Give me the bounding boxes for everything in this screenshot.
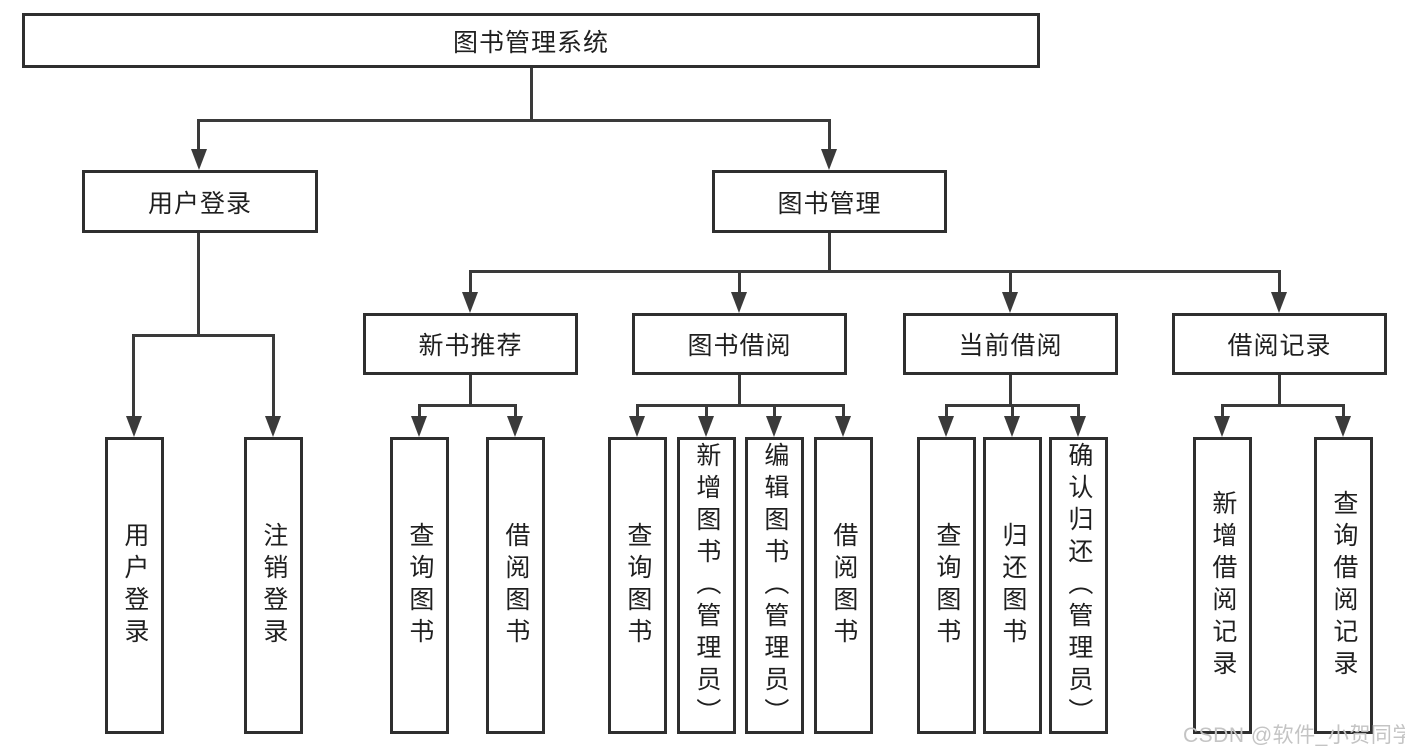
arrow-down-icon — [462, 292, 478, 313]
node-label: 查询图书 — [932, 521, 961, 650]
leaf-borrow-books: 借阅图书 — [814, 437, 873, 734]
connector-line — [514, 404, 517, 419]
connector-line — [738, 375, 741, 407]
arrow-down-icon — [1335, 416, 1351, 437]
connector-line — [272, 334, 275, 418]
leaf-query-books-recommend: 查询图书 — [390, 437, 449, 734]
connector-line — [1221, 404, 1224, 419]
connector-line — [1342, 404, 1345, 419]
node-book-management: 图书管理 — [712, 170, 947, 233]
arrow-down-icon — [766, 416, 782, 437]
leaf-add-book-admin: 新增图书（管理员） — [677, 437, 736, 734]
node-label: 借阅图书 — [501, 521, 530, 650]
connector-line — [738, 270, 741, 294]
connector-line — [197, 119, 200, 150]
connector-line — [418, 404, 517, 407]
node-label: 编辑图书（管理员） — [760, 441, 789, 730]
connector-line — [197, 119, 831, 122]
connector-line — [469, 270, 472, 294]
connector-line — [530, 68, 533, 121]
arrow-down-icon — [1004, 416, 1020, 437]
node-label: 借阅记录 — [1227, 332, 1332, 360]
node-label: 借阅图书 — [829, 521, 858, 650]
connector-line — [1077, 404, 1080, 419]
leaf-add-borrow-record: 新增借阅记录 — [1193, 437, 1252, 734]
connector-line — [1009, 375, 1012, 407]
connector-line — [197, 233, 200, 337]
connector-line — [1278, 375, 1281, 407]
connector-line — [705, 404, 708, 419]
arrow-down-icon — [731, 292, 747, 313]
connector-line — [1011, 404, 1014, 419]
arrow-down-icon — [191, 149, 207, 170]
connector-line — [828, 233, 831, 273]
node-book-borrow: 图书借阅 — [632, 313, 847, 375]
node-borrow-records: 借阅记录 — [1172, 313, 1387, 375]
arrow-down-icon — [1214, 416, 1230, 437]
arrow-down-icon — [126, 416, 142, 437]
leaf-confirm-return-admin: 确认归还（管理员） — [1049, 437, 1108, 734]
arrow-down-icon — [1271, 292, 1287, 313]
arrow-down-icon — [507, 416, 523, 437]
arrow-down-icon — [411, 416, 427, 437]
node-label: 用户登录 — [120, 521, 149, 650]
leaf-query-borrow-record: 查询借阅记录 — [1314, 437, 1373, 734]
connector-line — [1278, 270, 1281, 294]
connector-line — [636, 404, 845, 407]
leaf-borrow-books-recommend: 借阅图书 — [486, 437, 545, 734]
node-label: 查询图书 — [623, 521, 652, 650]
connector-line — [132, 334, 135, 418]
arrow-down-icon — [698, 416, 714, 437]
node-label: 新书推荐 — [418, 332, 523, 360]
node-label: 图书管理 — [777, 189, 882, 218]
node-label: 图书借阅 — [687, 332, 792, 360]
node-label: 新增借阅记录 — [1208, 489, 1237, 682]
connector-line — [469, 270, 1281, 273]
node-current-borrow: 当前借阅 — [903, 313, 1118, 375]
arrow-down-icon — [629, 416, 645, 437]
node-label: 用户登录 — [147, 189, 252, 218]
arrow-down-icon — [835, 416, 851, 437]
arrow-down-icon — [1002, 292, 1018, 313]
csdn-watermark: CSDN @软件_小贺同学 — [1183, 724, 1405, 747]
connector-line — [842, 404, 845, 419]
node-label: 当前借阅 — [958, 332, 1063, 360]
node-new-book-recommend: 新书推荐 — [363, 313, 578, 375]
arrow-down-icon — [821, 149, 837, 170]
node-user-login: 用户登录 — [82, 170, 318, 233]
node-label: 图书管理系统 — [452, 28, 609, 57]
connector-line — [773, 404, 776, 419]
connector-line — [469, 375, 472, 407]
arrow-down-icon — [265, 416, 281, 437]
leaf-edit-book-admin: 编辑图书（管理员） — [745, 437, 804, 734]
node-label: 新增图书（管理员） — [692, 441, 721, 730]
leaf-return-book: 归还图书 — [983, 437, 1042, 734]
arrow-down-icon — [1070, 416, 1086, 437]
connector-line — [1009, 270, 1012, 294]
leaf-query-books-borrow: 查询图书 — [608, 437, 667, 734]
leaf-user-login: 用户登录 — [105, 437, 164, 734]
connector-line — [636, 404, 639, 419]
connector-line — [945, 404, 948, 419]
connector-line — [828, 119, 831, 150]
node-label: 注销登录 — [259, 521, 288, 650]
node-label: 查询图书 — [405, 521, 434, 650]
connector-line — [132, 334, 275, 337]
node-label: 归还图书 — [998, 521, 1027, 650]
node-library-management-system: 图书管理系统 — [22, 13, 1040, 68]
arrow-down-icon — [938, 416, 954, 437]
connector-line — [1221, 404, 1345, 407]
connector-line — [418, 404, 421, 419]
node-label: 确认归还（管理员） — [1064, 441, 1093, 730]
node-label: 查询借阅记录 — [1329, 489, 1358, 682]
leaf-logout: 注销登录 — [244, 437, 303, 734]
leaf-query-books-current: 查询图书 — [917, 437, 976, 734]
